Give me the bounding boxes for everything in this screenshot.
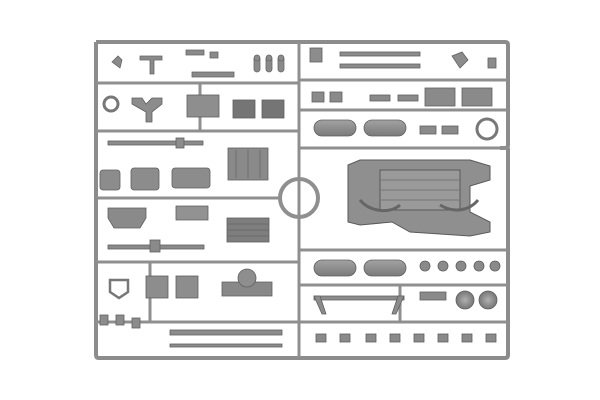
- parts-row-r5: [313, 290, 498, 315]
- parts-row-1: [111, 49, 285, 78]
- parts-row-5: [108, 268, 273, 300]
- photo-background: [40, 10, 580, 390]
- parts-row-6: [99, 314, 283, 348]
- chassis-part: [347, 159, 491, 237]
- parts-row-r6: [315, 333, 497, 343]
- sprue-frame: [94, 40, 510, 360]
- parts-row-r4: [313, 259, 501, 277]
- ring-gate: [278, 177, 320, 219]
- parts-row-r1: [309, 47, 497, 69]
- parts-row-r2: [311, 87, 493, 107]
- sprue-runners: [96, 42, 508, 358]
- parts-row-r3: [313, 117, 499, 141]
- parts-row-2: [102, 94, 285, 123]
- parts-row-4: [107, 205, 270, 253]
- parts-row-3: [99, 137, 269, 191]
